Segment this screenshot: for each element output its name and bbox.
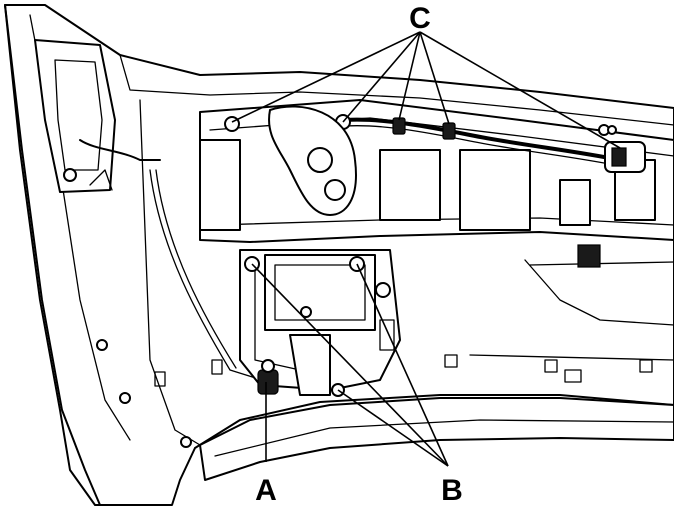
leader-b-1 — [251, 263, 449, 467]
leader-c-1 — [231, 31, 421, 123]
leader-c-4 — [419, 31, 450, 125]
leader-c-5 — [419, 31, 621, 149]
leader-c-3 — [398, 31, 421, 121]
left-bracket — [34, 39, 161, 193]
callout-c-label: C — [409, 2, 431, 35]
harness-clip-1 — [392, 117, 406, 135]
leader-b-2 — [356, 263, 449, 467]
leader-lines — [231, 31, 621, 467]
leader-b-3 — [337, 389, 449, 467]
harness-connector — [598, 124, 646, 173]
sensor-housing — [239, 249, 401, 396]
center-bracket — [268, 105, 357, 216]
edge-clips — [96, 125, 653, 448]
callout-b-label: B — [441, 474, 463, 507]
callout-a-label: A — [255, 474, 277, 507]
bolt-right — [375, 282, 391, 298]
wiring-harness — [149, 117, 622, 381]
leader-c-2 — [342, 31, 421, 123]
sensor-connector — [257, 359, 279, 395]
harness-clip-2 — [442, 122, 456, 140]
bumper-lower-edge — [199, 259, 674, 481]
